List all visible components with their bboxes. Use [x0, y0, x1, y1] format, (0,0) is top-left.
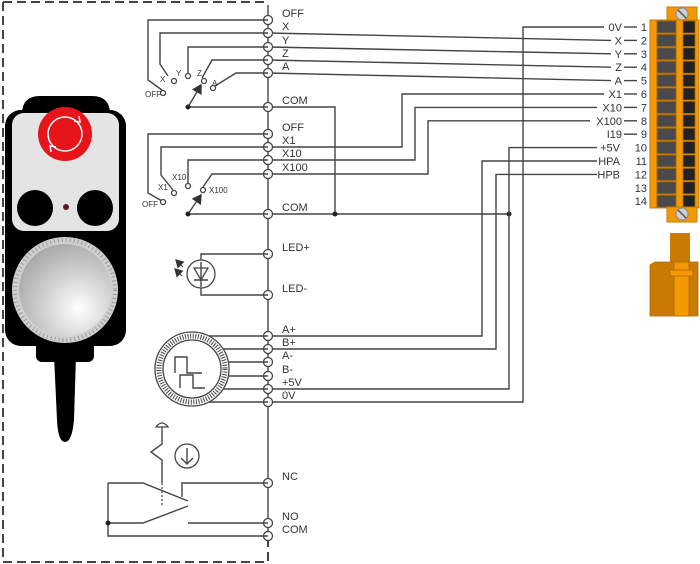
- terminal-label: X1: [282, 135, 295, 147]
- pin-number: 7: [641, 102, 647, 114]
- pin-signal-label: I19: [607, 129, 622, 141]
- switch-pos-x100: X100: [209, 186, 228, 195]
- terminal-labels: OFFXYZACOMOFFX1X10X100COMLED+LED-A+B+A-B…: [282, 8, 647, 536]
- pin-number: 9: [641, 129, 647, 141]
- rotate-arrow-icon: [49, 145, 57, 153]
- pin-signal-label: A: [615, 76, 623, 88]
- terminal-label: A+: [282, 324, 296, 336]
- estop-switch-symbol: [105, 422, 268, 537]
- pulse-wave-icon: [174, 356, 205, 389]
- pin-signal-label: HPA: [598, 156, 620, 168]
- pin-number: 3: [641, 49, 647, 61]
- estop-button[interactable]: [38, 107, 92, 161]
- pendant-top-cap: [22, 96, 110, 114]
- pin-signal-label: Y: [615, 49, 623, 61]
- handwheel[interactable]: [12, 237, 118, 343]
- pin-number: 6: [641, 89, 647, 101]
- terminal-label: LED+: [282, 242, 310, 254]
- axis-selector-switch: OFF X Y Z A: [145, 19, 268, 110]
- pin-number: 12: [635, 169, 647, 181]
- terminal-label: NO: [282, 511, 299, 523]
- terminal-label: X: [282, 21, 290, 33]
- pin-signal-label: X10: [602, 102, 622, 114]
- pushbutton-head-icon: [154, 422, 170, 428]
- terminal-label: A-: [282, 350, 293, 362]
- rotate-arrow-icon: [73, 115, 81, 123]
- terminal-plug: [649, 233, 699, 317]
- terminal-label: +5V: [282, 377, 303, 389]
- pin-number: 4: [641, 62, 647, 74]
- wires: [262, 14, 637, 542]
- left-selector-knob[interactable]: [17, 190, 53, 226]
- terminal-label: Y: [282, 35, 290, 47]
- terminal-label: OFF: [282, 122, 304, 134]
- pin-number: 5: [641, 76, 647, 88]
- pin-number: 1: [641, 22, 647, 34]
- status-led: [63, 204, 69, 210]
- terminal-block[interactable]: [649, 6, 700, 223]
- terminal-label: A: [282, 61, 290, 73]
- pin-number: 11: [636, 156, 647, 168]
- led-symbol: [174, 253, 268, 296]
- terminal-label: NC: [282, 471, 298, 483]
- terminal-label: X100: [282, 162, 308, 174]
- terminal-label: LED-: [282, 283, 307, 295]
- switch-pos-a: A: [212, 79, 218, 88]
- terminal-label: OFF: [282, 8, 304, 20]
- pin-signal-label: +5V: [600, 143, 621, 155]
- right-selector-knob[interactable]: [77, 190, 113, 226]
- pendant: [5, 96, 126, 442]
- pin-signal-label: X: [615, 35, 623, 47]
- pin-number: 8: [641, 116, 647, 128]
- terminal-label: Z: [282, 48, 289, 60]
- switch-pos-x: X: [160, 75, 166, 84]
- light-ray-icon: [174, 268, 184, 278]
- terminal-label: X10: [282, 148, 302, 160]
- light-ray-icon: [175, 259, 185, 269]
- pin-signal-label: X1: [609, 89, 622, 101]
- switch-pos-x1: X1: [158, 183, 168, 192]
- pendant-base: [36, 340, 94, 362]
- switch-pos-x10: X10: [172, 173, 187, 182]
- pin-signal-label: 0V: [609, 22, 623, 34]
- pin-signal-label: X100: [596, 116, 622, 128]
- switch-pos-off: OFF: [142, 200, 158, 209]
- pendant-cable: [54, 355, 76, 442]
- pin-number: 14: [635, 196, 647, 208]
- terminal-label: COM: [282, 524, 308, 536]
- switch-pos-off: OFF: [145, 90, 161, 99]
- encoder-symbol: [154, 331, 268, 407]
- enclosure-border: [2, 1, 269, 563]
- pin-number: 13: [635, 183, 647, 195]
- terminal-label: B-: [282, 364, 293, 376]
- pin-signal-label: Z: [615, 62, 622, 74]
- pin-number: 10: [635, 143, 647, 155]
- step-selector-switch: OFF X1 X10 X100: [142, 133, 268, 217]
- terminal-label: COM: [282, 95, 308, 107]
- switch-pos-z: Z: [197, 69, 202, 78]
- terminal-label: 0V: [282, 390, 296, 402]
- pin-number: 2: [641, 35, 647, 47]
- switch-pos-y: Y: [176, 69, 182, 78]
- terminal-label: COM: [282, 202, 308, 214]
- pin-signal-label: HPB: [597, 169, 620, 181]
- terminal-label: B+: [282, 337, 296, 349]
